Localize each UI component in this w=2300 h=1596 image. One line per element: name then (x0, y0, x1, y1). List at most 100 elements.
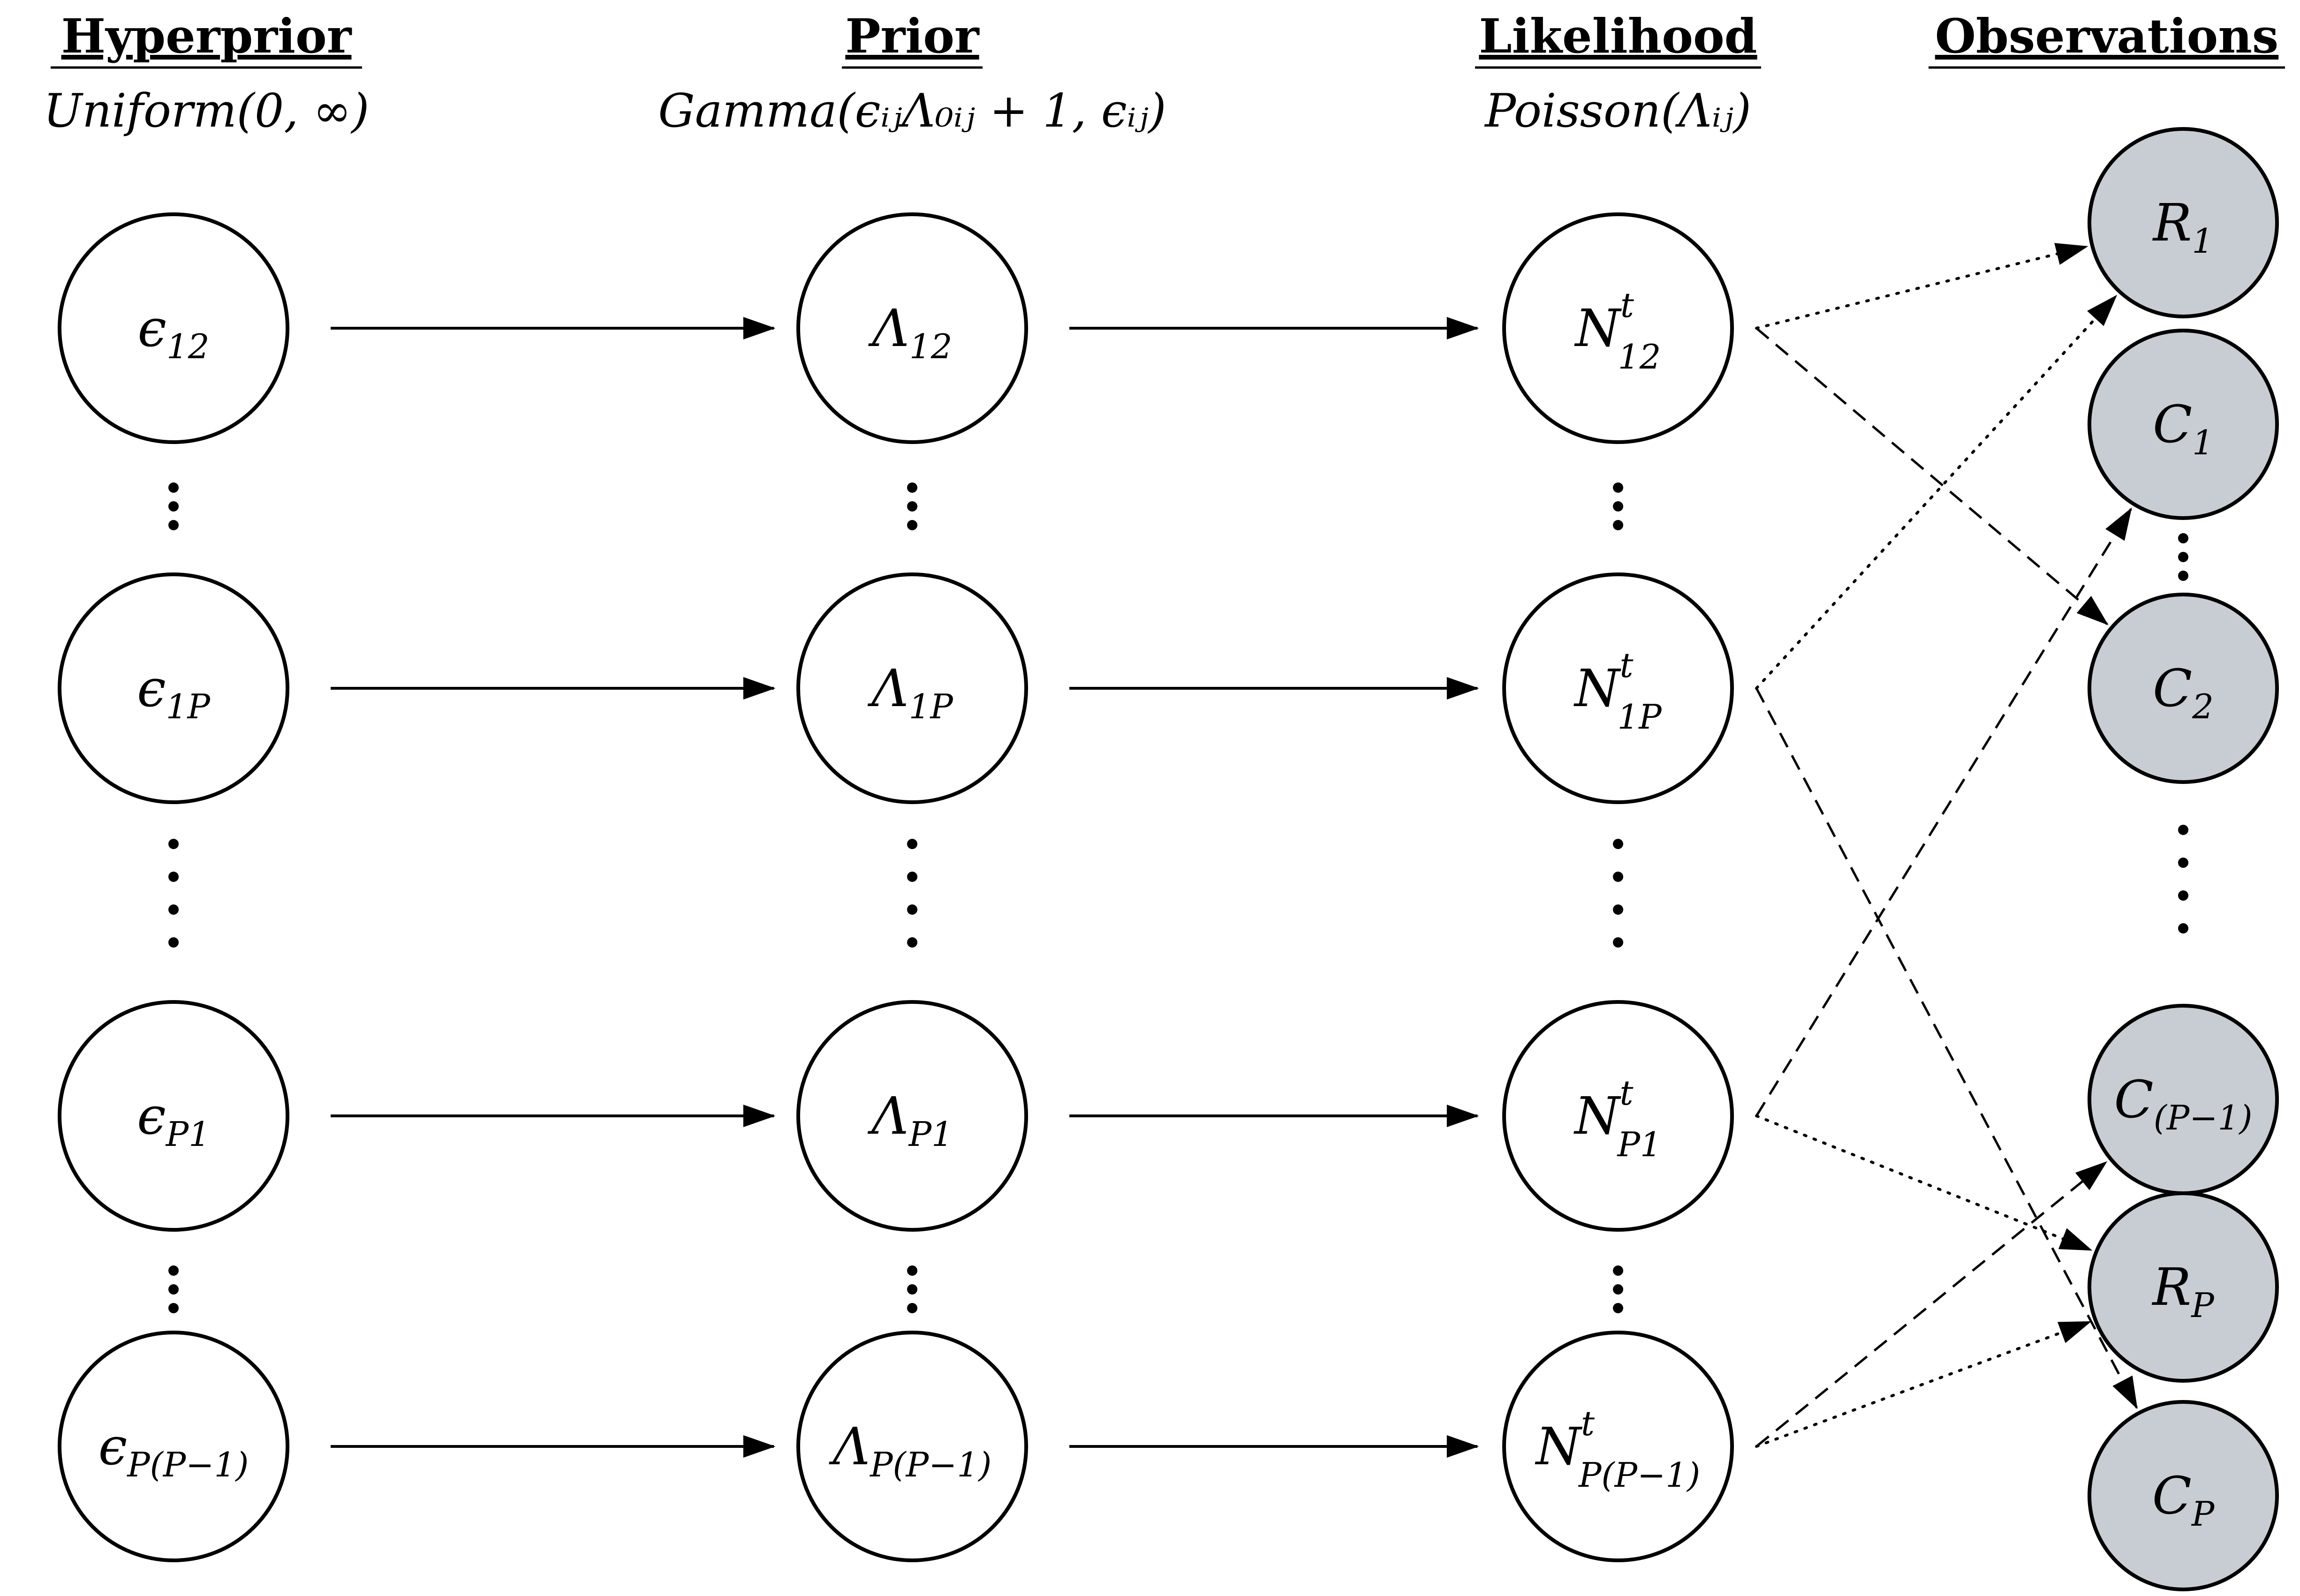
ellipsis-row-2-dot-0-1 (168, 872, 179, 882)
node-observation-CPm1-label-base: C (2114, 1069, 2154, 1129)
node-prior-1[interactable]: Λ1P (796, 572, 1028, 804)
ellipsis-row-1-dot-2-1 (1613, 501, 1623, 512)
node-likelihood-3-label-sup: t (1581, 1404, 1595, 1443)
edges-layer (331, 243, 2138, 1458)
node-observation-R1-circle (2088, 127, 2279, 318)
ellipsis-row-3-dot-1-2 (907, 1303, 917, 1313)
node-prior-2[interactable]: ΛP1 (796, 1000, 1028, 1232)
node-observation-C1-label-base: C (2153, 394, 2192, 454)
edge-observation-7 (1755, 1320, 2092, 1448)
node-prior-3-circle (796, 1331, 1028, 1562)
node-prior-1-label-sub: 1P (909, 687, 954, 726)
node-likelihood-2-circle (1502, 1000, 1734, 1232)
node-hyperprior-0-circle (58, 212, 289, 444)
node-likelihood-2-label-sub: P1 (1616, 1125, 1661, 1164)
node-hyperprior-0[interactable]: ϵ12 (58, 212, 289, 444)
node-observation-RP-circle (2088, 1191, 2279, 1383)
node-observation-CP[interactable]: CP (2088, 1400, 2279, 1591)
node-hyperprior-3-label: ϵP(P−1) (98, 1416, 249, 1484)
node-observation-RP-label-base: R (2151, 1257, 2191, 1317)
ellipsis-row-1-dot-0-2 (168, 520, 179, 530)
ellipsis-observations-2-dot-0-3 (2178, 923, 2188, 934)
node-observation-RP-label: RP (2151, 1257, 2215, 1325)
ellipsis-observations-2-dot-0-0 (2178, 825, 2188, 835)
ellipsis-row-2-dot-2-2 (1613, 904, 1623, 915)
node-hyperprior-2[interactable]: ϵP1 (58, 1000, 289, 1232)
node-likelihood-1-label-sup: t (1620, 646, 1634, 685)
ellipsis-row-3-dot-0-0 (168, 1265, 179, 1276)
node-prior-1-label-base: Λ (867, 658, 908, 718)
ellipsis-observations-1-dot-0-1 (2178, 552, 2188, 562)
node-prior-0-circle (796, 212, 1028, 444)
node-observation-RP[interactable]: RP (2088, 1191, 2279, 1383)
node-observation-C1-label-sub: 1 (2192, 423, 2214, 462)
node-observation-C2[interactable]: C2 (2088, 593, 2279, 784)
node-hyperprior-1-label-base: ϵ (137, 658, 166, 718)
node-prior-3[interactable]: ΛP(P−1) (796, 1331, 1028, 1562)
ellipsis-row-1-dot-1-2 (907, 520, 917, 530)
node-observation-R1[interactable]: R1 (2088, 127, 2279, 318)
header-prior-title: Prior (845, 8, 980, 64)
node-observation-C1-label: C1 (2153, 394, 2214, 462)
node-hyperprior-0-label-base: ϵ (137, 298, 166, 358)
ellipsis-row-2-dot-1-0 (907, 839, 917, 849)
ellipsis-row-2-dot-0-3 (168, 937, 179, 948)
node-observation-CP-label: CP (2152, 1466, 2215, 1534)
node-observation-CP-circle (2088, 1400, 2279, 1591)
node-hyperprior-0-label-sub: 12 (166, 327, 210, 366)
node-likelihood-3-label-sub: P(P−1) (1578, 1455, 1700, 1495)
ellipsis-row-3-dot-2-0 (1613, 1265, 1623, 1276)
ellipsis-row-2-dot-0-2 (168, 904, 179, 915)
node-hyperprior-1[interactable]: ϵ1P (58, 572, 289, 804)
node-prior-0-label-base: Λ (868, 298, 909, 358)
node-observation-C2-label-sub: 2 (2192, 687, 2214, 726)
node-hyperprior-1-label: ϵ1P (137, 658, 211, 726)
edge-observation-1 (1755, 327, 2109, 625)
ellipsis-row-3-dot-2-2 (1613, 1303, 1623, 1313)
node-likelihood-2-label-base: N (1573, 1086, 1621, 1146)
node-observation-C1-circle (2088, 329, 2279, 520)
node-observation-C2-label: C2 (2153, 658, 2214, 726)
ellipsis-row-1-dot-0-0 (168, 482, 179, 493)
node-likelihood-0-circle (1502, 212, 1734, 444)
node-likelihood-3-circle (1502, 1331, 1734, 1562)
ellipsis-row-2-dot-2-1 (1613, 872, 1623, 882)
node-observation-C1[interactable]: C1 (2088, 329, 2279, 520)
node-hyperprior-2-label-base: ϵ (137, 1086, 166, 1146)
node-observation-R1-label-base: R (2152, 193, 2192, 253)
edge-observation-6 (1755, 1161, 2108, 1447)
node-observation-CPm1[interactable]: C(P−1) (2088, 1004, 2279, 1195)
node-hyperprior-3-label-base: ϵ (98, 1416, 128, 1476)
node-prior-2-label: ΛP1 (867, 1086, 953, 1154)
node-prior-3-label-base: Λ (829, 1416, 870, 1476)
node-hyperprior-2-label: ϵP1 (137, 1086, 210, 1154)
ellipsis-row-2-dot-0-0 (168, 839, 179, 849)
ellipsis-row-3-dot-0-2 (168, 1303, 179, 1313)
ellipsis-row-2-dot-1-2 (907, 904, 917, 915)
node-observation-CPm1-label: C(P−1) (2114, 1069, 2253, 1137)
node-prior-2-label-base: Λ (867, 1086, 908, 1146)
edge-observation-3 (1755, 687, 2138, 1409)
ellipsis-row-1-dot-1-0 (907, 482, 917, 493)
ellipsis-observations-2-dot-0-1 (2178, 858, 2188, 868)
ellipsis-row-3-dot-2-1 (1613, 1284, 1623, 1295)
ellipsis-row-3-dot-1-1 (907, 1284, 917, 1295)
node-prior-3-label-sub: P(P−1) (869, 1445, 991, 1484)
edge-observation-0 (1755, 243, 2088, 330)
node-likelihood-1-label-base: N (1573, 658, 1621, 718)
node-prior-0[interactable]: Λ12 (796, 212, 1028, 444)
ellipsis-row-1-dot-2-0 (1613, 482, 1623, 493)
node-hyperprior-3-circle (58, 1331, 289, 1562)
node-hyperprior-3[interactable]: ϵP(P−1) (58, 1331, 289, 1562)
ellipsis-dots-layer (168, 482, 2188, 1313)
node-observation-R1-label-sub: 1 (2192, 221, 2214, 261)
ellipsis-row-1-dot-0-1 (168, 501, 179, 512)
